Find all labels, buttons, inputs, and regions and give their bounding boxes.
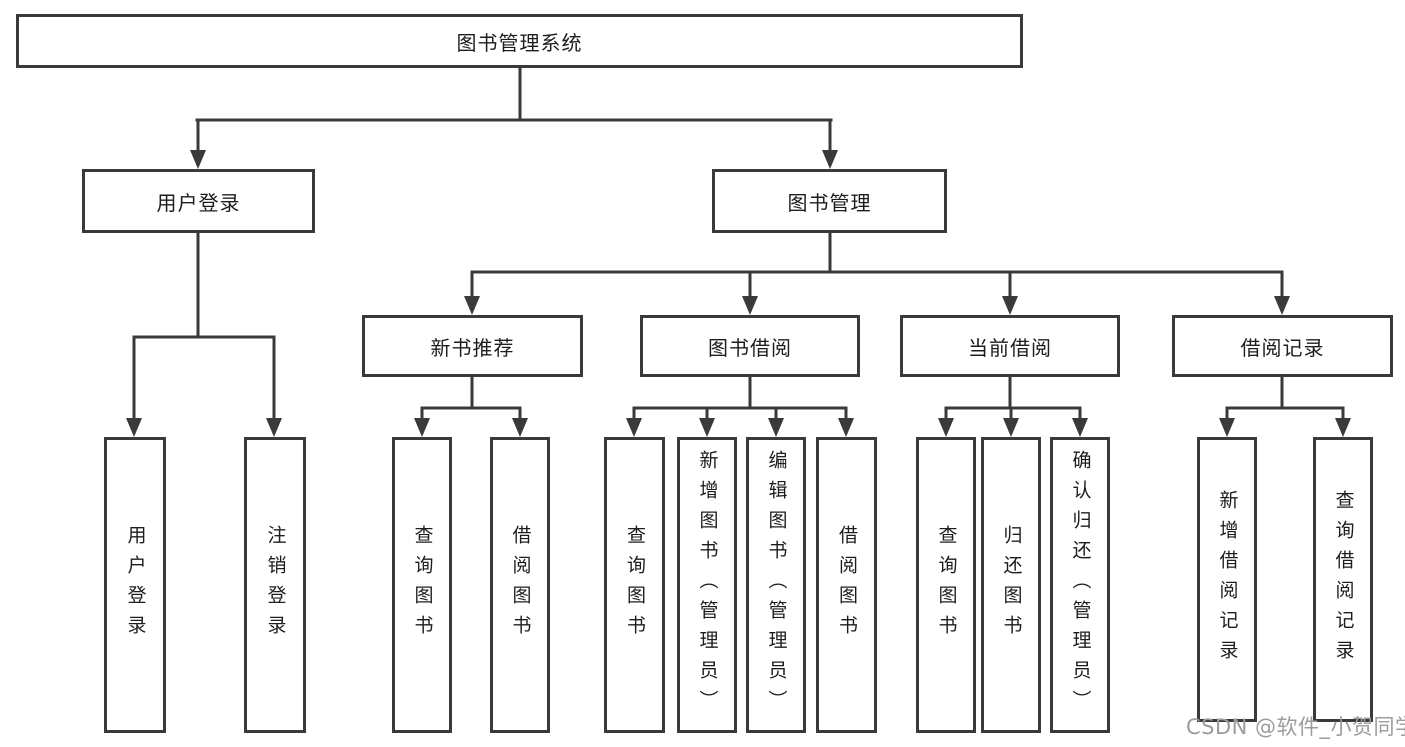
node-current-borrowing: 当前借阅 — [900, 315, 1120, 377]
leaf-return-books: 归还图书 — [981, 437, 1041, 733]
leaf-logout-login-label: 注销登录 — [264, 525, 287, 645]
leaf-query-borrow-record: 查询借阅记录 — [1313, 437, 1373, 722]
leaf-query-books-current: 查询图书 — [916, 437, 976, 733]
leaf-query-books-recommend-label: 查询图书 — [411, 525, 434, 645]
node-book-management-label: 图书管理 — [787, 190, 872, 215]
leaf-add-borrow-record-label: 新增借阅记录 — [1216, 489, 1239, 670]
node-borrowing-records-label: 借阅记录 — [1240, 335, 1325, 360]
leaf-edit-books-admin-label: 编辑图书（管理员） — [765, 450, 788, 720]
node-book-management: 图书管理 — [712, 169, 947, 233]
leaf-add-borrow-record: 新增借阅记录 — [1197, 437, 1257, 722]
leaf-query-books-recommend: 查询图书 — [392, 437, 452, 733]
leaf-query-borrow-record-label: 查询借阅记录 — [1332, 489, 1355, 670]
node-new-book-recommendation: 新书推荐 — [362, 315, 583, 377]
leaf-query-books-borrowing-label: 查询图书 — [624, 525, 646, 645]
leaf-logout-login: 注销登录 — [244, 437, 306, 733]
leaf-confirm-return-admin: 确认归还（管理员） — [1050, 437, 1110, 733]
leaf-add-books-admin-label: 新增图书（管理员） — [696, 450, 719, 720]
node-user-login-label: 用户登录 — [156, 190, 241, 215]
leaf-borrow-books-recommend: 借阅图书 — [490, 437, 550, 733]
leaf-user-login: 用户登录 — [104, 437, 166, 733]
node-library-system-label: 图书管理系统 — [456, 30, 583, 55]
node-borrowing-records: 借阅记录 — [1172, 315, 1393, 377]
node-user-login: 用户登录 — [82, 169, 315, 233]
leaf-confirm-return-admin-label: 确认归还（管理员） — [1069, 450, 1092, 720]
node-new-book-recommendation-label: 新书推荐 — [430, 335, 515, 360]
node-library-system: 图书管理系统 — [16, 14, 1023, 68]
leaf-borrow-books-borrowing-label: 借阅图书 — [836, 525, 858, 645]
leaf-edit-books-admin: 编辑图书（管理员） — [746, 437, 806, 733]
watermark: CSDN @软件_小贺同学 — [1186, 715, 1405, 739]
leaf-user-login-label: 用户登录 — [124, 525, 147, 645]
leaf-return-books-label: 归还图书 — [1000, 525, 1023, 645]
leaf-query-books-borrowing: 查询图书 — [604, 437, 665, 733]
leaf-add-books-admin: 新增图书（管理员） — [677, 437, 737, 733]
node-current-borrowing-label: 当前借阅 — [968, 335, 1052, 360]
node-book-borrowing-label: 图书借阅 — [708, 335, 792, 360]
leaf-borrow-books-recommend-label: 借阅图书 — [509, 525, 532, 645]
leaf-borrow-books-borrowing: 借阅图书 — [816, 437, 877, 733]
leaf-query-books-current-label: 查询图书 — [935, 525, 958, 645]
node-book-borrowing: 图书借阅 — [640, 315, 860, 377]
